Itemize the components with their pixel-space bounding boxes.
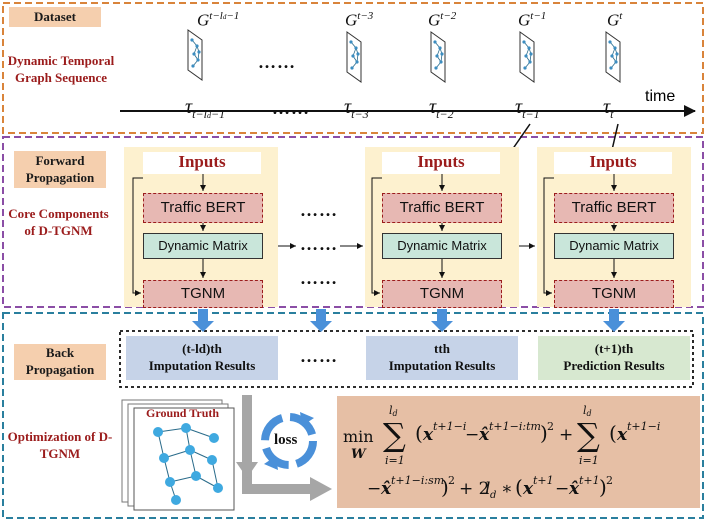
svg-text:2: 2 [448, 474, 455, 487]
svg-text:ld: ld [389, 404, 398, 418]
graph-dots: …… [258, 52, 296, 72]
svg-text:): ) [441, 475, 449, 499]
svg-text:d: d [490, 490, 496, 501]
sequence-title: Dynamic Temporal Graph Sequence [7, 53, 115, 85]
graph-snapshots [120, 29, 696, 117]
svg-text:t+1: t+1 [533, 474, 554, 487]
svg-text:(: ( [609, 421, 617, 445]
core-label: Core Components of D-TGNM [8, 206, 109, 238]
result-box-3: (t+1)th Prediction Results [538, 336, 690, 380]
loss-formula-svg: min W ∑ ld i=1 ( x t+1−i − x̂ t+1−i:tm )… [343, 404, 660, 501]
loss-label: loss [274, 432, 298, 448]
result-2-subtitle: Imputation Results [388, 358, 496, 373]
graph-label-3: Gt−2 [428, 10, 457, 30]
traffic-bert-2: Traffic BERT [382, 193, 502, 223]
tau-label-4: τt−1 [515, 96, 540, 121]
svg-text:W: W [351, 447, 367, 462]
back-tag: Back Propagation [14, 344, 106, 380]
ground-truth-label: Ground Truth [146, 406, 220, 420]
svg-text:2: 2 [606, 474, 613, 487]
result-1-subtitle: Imputation Results [148, 358, 256, 373]
svg-text:t+1−i: t+1−i [433, 420, 466, 433]
svg-text:−: − [367, 479, 381, 499]
tgnm-1: TGNM [143, 280, 263, 308]
svg-text:min: min [343, 427, 374, 446]
result-3-subtitle: Prediction Results [563, 358, 665, 373]
svg-text:x̂: x̂ [380, 479, 392, 499]
svg-text:t+1−i:sm: t+1−i:sm [391, 474, 444, 487]
svg-text:x: x [422, 425, 434, 445]
svg-text:(: ( [415, 421, 423, 445]
svg-text:x̂: x̂ [568, 479, 580, 499]
inputs-box-2: Inputs [382, 152, 500, 174]
graph-label-5: Gt [607, 10, 623, 30]
tgnm-2: TGNM [382, 280, 502, 308]
tau-label-1: τt−ld−1 [185, 96, 226, 121]
core-dots-top: …… [300, 200, 338, 220]
graph-label-2: Gt−3 [345, 10, 374, 30]
result-2-title: tth [434, 341, 450, 356]
dataset-tag: Dataset [9, 7, 101, 27]
results-dots: …… [300, 346, 338, 366]
traffic-bert-1: Traffic BERT [143, 193, 263, 223]
core-dots-bottom: …… [300, 268, 338, 288]
graph-label-1: Gt−ld−1 [197, 10, 240, 30]
svg-text:+ 2: + 2 [459, 479, 489, 499]
result-box-2: tth Imputation Results [366, 336, 518, 380]
svg-text:t+1−i: t+1−i [627, 420, 660, 433]
svg-text:∗: ∗ [501, 479, 513, 499]
result-box-1: (t-ld)th Imputation Results [126, 336, 278, 380]
svg-text:+: + [559, 425, 573, 445]
dynamic-matrix-3: Dynamic Matrix [554, 233, 674, 259]
svg-text:∑: ∑ [577, 416, 600, 454]
svg-text:): ) [599, 475, 607, 499]
svg-text:(: ( [515, 475, 523, 499]
tau-label-3: τt−2 [429, 96, 454, 121]
tau-label-2: τt−3 [344, 96, 369, 121]
svg-text:∑: ∑ [383, 416, 406, 454]
svg-text:−: − [555, 479, 569, 499]
forward-tag: Forward Propagation [14, 151, 106, 188]
svg-text:x: x [522, 479, 534, 499]
time-label: time [645, 88, 676, 105]
timeline-dots: …… [272, 98, 310, 118]
svg-text:2: 2 [547, 420, 554, 433]
svg-text:l: l [485, 479, 490, 499]
optimization-label: Optimization of D-TGNM [7, 429, 113, 461]
svg-text:t+1−i:tm: t+1−i:tm [489, 420, 541, 433]
inputs-box-1: Inputs [143, 152, 261, 174]
graph-label-4: Gt−1 [518, 10, 547, 30]
svg-text:−: − [465, 425, 479, 445]
result-3-title: (t+1)th [594, 341, 634, 356]
result-1-title: (t-ld)th [182, 341, 222, 356]
svg-text:i=1: i=1 [579, 454, 599, 467]
svg-text:x̂: x̂ [478, 425, 490, 445]
svg-text:ld: ld [583, 404, 592, 418]
svg-text:t+1: t+1 [579, 474, 600, 487]
traffic-bert-3: Traffic BERT [554, 193, 674, 223]
timeline-arrowhead [684, 105, 696, 117]
dynamic-matrix-2: Dynamic Matrix [382, 233, 502, 259]
svg-text:x: x [616, 425, 628, 445]
svg-text:i=1: i=1 [385, 454, 405, 467]
dynamic-matrix-1: Dynamic Matrix [143, 233, 263, 259]
tau-label-5: τt [603, 96, 614, 121]
core-dots-middle: …… [300, 234, 338, 254]
svg-text:): ) [540, 421, 548, 445]
inputs-box-3: Inputs [554, 152, 672, 174]
tgnm-3: TGNM [554, 280, 674, 308]
loss-formula: min W ∑ ld i=1 ( x t+1−i − x̂ t+1−i:tm )… [337, 396, 700, 508]
